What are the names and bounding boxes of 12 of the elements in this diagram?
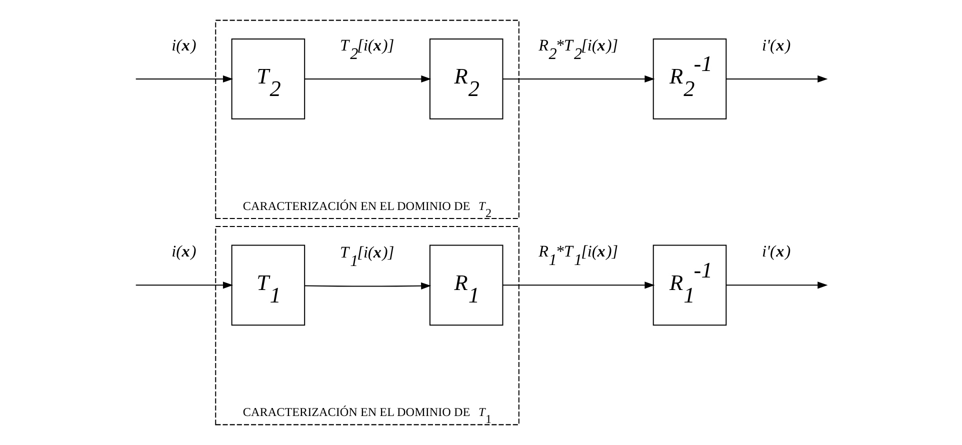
arrow — [304, 282, 432, 290]
edge-label: i'(x) — [762, 244, 791, 261]
edge-label: i'(x) — [762, 37, 791, 54]
arrow — [502, 75, 655, 82]
arrow — [136, 282, 234, 289]
arrow — [136, 75, 234, 82]
arrow — [726, 282, 828, 289]
arrow — [726, 75, 828, 82]
arrow — [502, 282, 655, 289]
edge-label: i(x) — [172, 37, 196, 54]
arrow — [304, 75, 432, 82]
edge-label: i(x) — [172, 244, 196, 261]
